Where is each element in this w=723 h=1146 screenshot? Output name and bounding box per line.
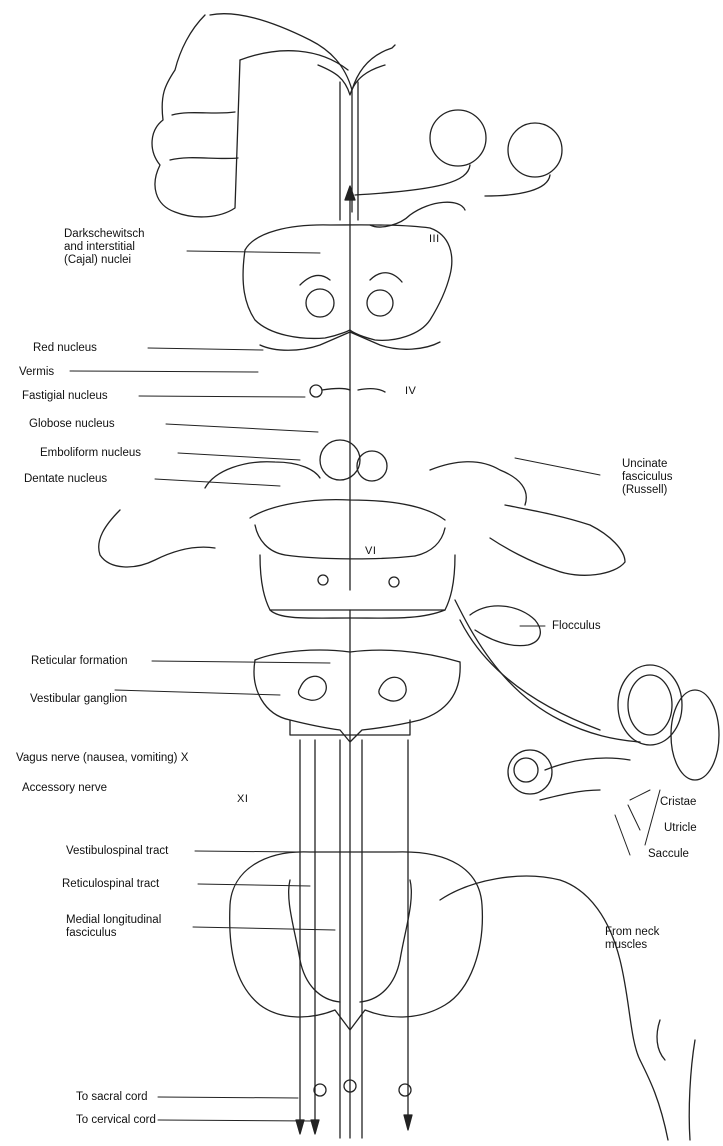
label-reticulospinal-tract: Reticulospinal tract [62, 878, 159, 891]
label-cranial-nerve-iv: IV [405, 385, 416, 398]
label-globose-nucleus: Globose nucleus [29, 418, 115, 431]
label-flocculus: Flocculus [552, 620, 601, 633]
trochlear-nerve [310, 385, 385, 397]
cerebellum [99, 440, 625, 575]
label-cranial-nerve-vi: VI [365, 545, 376, 558]
label-reticular-formation: Reticular formation [31, 655, 128, 668]
label-medial-longitudinal-fasciculus: Medial longitudinal fasciculus [66, 914, 161, 940]
label-accessory-nerve: Accessory nerve [22, 782, 107, 795]
midbrain-section [243, 202, 465, 350]
leader-lines [70, 251, 660, 1121]
label-dentate-nucleus: Dentate nucleus [24, 473, 107, 486]
descending-tracts [296, 610, 412, 1138]
label-vermis: Vermis [19, 366, 54, 379]
label-vestibulospinal-tract: Vestibulospinal tract [66, 845, 168, 858]
neck-muscle-input [440, 876, 695, 1140]
label-darkschewitsch-nuclei: Darkschewitsch and interstitial (Cajal) … [64, 228, 145, 267]
label-utricle: Utricle [664, 822, 697, 835]
label-saccule: Saccule [648, 848, 689, 861]
label-fastigial-nucleus: Fastigial nucleus [22, 390, 108, 403]
label-to-cervical-cord: To cervical cord [76, 1114, 156, 1127]
label-from-neck-muscles: From neck muscles [605, 926, 659, 952]
vestibular-nerve [455, 600, 640, 742]
label-emboliform-nucleus: Emboliform nucleus [40, 447, 141, 460]
ascending-mlf-arrow [345, 186, 355, 590]
pons-medulla-section [254, 555, 460, 742]
spinal-cord-section [230, 852, 483, 1096]
label-cranial-nerve-xi: XI [237, 793, 248, 806]
label-vestibular-ganglion: Vestibular ganglion [30, 693, 127, 706]
label-cristae: Cristae [660, 796, 696, 809]
label-cranial-nerve-iii: III [429, 233, 440, 246]
label-vagus-nerve: Vagus nerve (nausea, vomiting) X [16, 752, 188, 765]
eyeballs [355, 110, 562, 196]
inner-ear [508, 665, 719, 800]
label-uncinate-fasciculus: Uncinate fasciculus (Russell) [622, 458, 673, 497]
label-to-sacral-cord: To sacral cord [76, 1091, 148, 1104]
label-red-nucleus: Red nucleus [33, 342, 97, 355]
